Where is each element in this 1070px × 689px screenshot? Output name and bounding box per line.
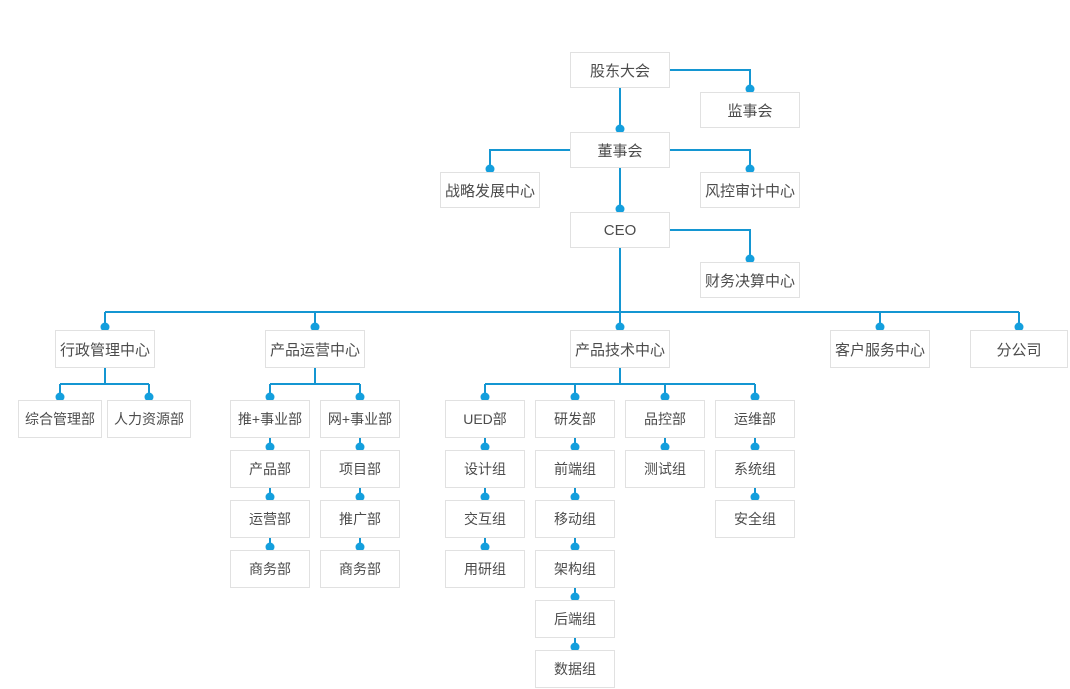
org-node-user-research-group: 用研组 [445,550,525,588]
org-node-label: 研发部 [554,411,596,427]
org-node-label: 项目部 [339,461,381,477]
org-node-business-dept-2: 商务部 [320,550,400,588]
org-node-label: 客户服务中心 [834,341,925,359]
org-node-ued-dept: UED部 [445,400,525,438]
org-node-admin-management-center: 行政管理中心 [55,330,155,368]
org-node-testing-group: 测试组 [625,450,705,488]
org-node-label: 股东大会 [589,62,650,80]
org-node-tui-business-dept: 推+事业部 [230,400,310,438]
org-node-label: 产品运营中心 [269,341,360,359]
org-node-label: 用研组 [464,561,506,577]
org-node-wang-business-dept: 网+事业部 [320,400,400,438]
org-node-label: 后端组 [554,611,596,627]
org-node-label: 移动组 [554,511,596,527]
org-node-ops-maintenance-dept: 运维部 [715,400,795,438]
org-node-architecture-group: 架构组 [535,550,615,588]
org-node-data-group: 数据组 [535,650,615,688]
org-node-strategy-development-center: 战略发展中心 [440,172,540,208]
org-node-label: 综合管理部 [25,411,95,427]
org-node-frontend-group: 前端组 [535,450,615,488]
org-node-finance-settlement-center: 财务决算中心 [700,262,800,298]
org-node-label: 运营部 [249,511,291,527]
org-node-interaction-group: 交互组 [445,500,525,538]
org-node-product-technology-center: 产品技术中心 [570,330,670,368]
org-node-label: 行政管理中心 [59,341,150,359]
org-node-label: 董事会 [597,142,643,160]
org-node-label: 架构组 [554,561,596,577]
org-node-label: 分公司 [996,341,1042,359]
org-node-quality-control-dept: 品控部 [625,400,705,438]
org-node-label: 设计组 [464,461,506,477]
org-node-label: 运维部 [734,411,776,427]
org-node-label: 推广部 [339,511,381,527]
org-node-label: 商务部 [249,561,291,577]
org-node-label: 产品部 [249,461,291,477]
org-node-human-resources-dept: 人力资源部 [107,400,191,438]
org-node-label: 系统组 [734,461,776,477]
org-node-product-dept: 产品部 [230,450,310,488]
org-node-board-of-directors: 董事会 [570,132,670,168]
org-node-label: 监事会 [727,102,773,120]
org-node-promotion-dept: 推广部 [320,500,400,538]
org-node-design-group: 设计组 [445,450,525,488]
org-node-label: 网+事业部 [327,411,393,427]
org-node-general-management-dept: 综合管理部 [18,400,102,438]
org-node-label: 安全组 [734,511,776,527]
connector-line [670,149,751,172]
org-node-project-dept: 项目部 [320,450,400,488]
org-node-label: 数据组 [554,661,596,677]
org-node-label: CEO [603,221,637,239]
org-node-label: 品控部 [644,411,686,427]
org-node-label: 测试组 [644,461,686,477]
org-node-business-dept-1: 商务部 [230,550,310,588]
org-node-security-group: 安全组 [715,500,795,538]
org-node-label: 产品技术中心 [574,341,665,359]
org-node-label: 交互组 [464,511,506,527]
org-node-customer-service-center: 客户服务中心 [830,330,930,368]
org-node-ceo: CEO [570,212,670,248]
org-node-shareholders-meeting: 股东大会 [570,52,670,88]
org-node-label: 商务部 [339,561,381,577]
org-node-branch-company: 分公司 [970,330,1068,368]
org-node-label: 推+事业部 [237,411,303,427]
connector-line [670,69,751,92]
org-node-label: 财务决算中心 [704,272,795,290]
org-node-rd-dept: 研发部 [535,400,615,438]
org-node-label: 风控审计中心 [704,182,795,200]
org-node-label: UED部 [463,411,507,427]
org-node-risk-audit-center: 风控审计中心 [700,172,800,208]
connector-line [489,149,570,172]
org-node-product-operation-center: 产品运营中心 [265,330,365,368]
org-node-label: 前端组 [554,461,596,477]
connector-line [670,229,751,262]
org-node-operation-dept: 运营部 [230,500,310,538]
org-node-system-group: 系统组 [715,450,795,488]
org-node-label: 战略发展中心 [444,182,535,200]
org-node-mobile-group: 移动组 [535,500,615,538]
org-node-label: 人力资源部 [114,411,184,427]
org-node-backend-group: 后端组 [535,600,615,638]
org-node-supervisory-board: 监事会 [700,92,800,128]
